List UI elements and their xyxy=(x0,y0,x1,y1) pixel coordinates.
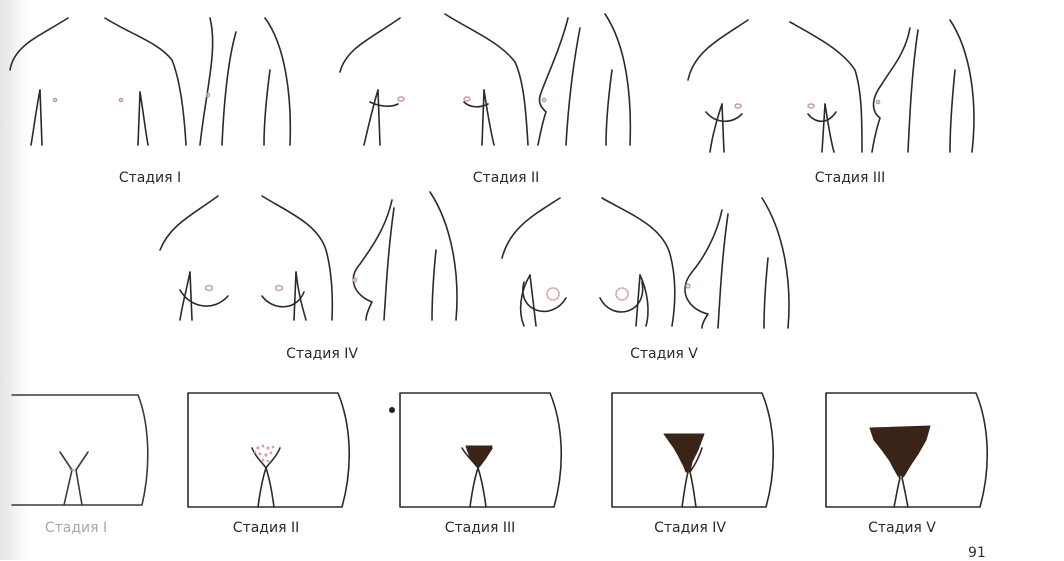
pubic-stage-4-hair xyxy=(664,434,704,472)
pubic-stage-4-label: Стадия IV xyxy=(654,520,726,536)
breast-stage-5-front xyxy=(502,198,675,326)
breast-stage-2-profile xyxy=(538,14,630,145)
breast-stage-5-profile xyxy=(685,198,789,328)
breast-stage-3-profile xyxy=(872,20,974,152)
pubic-stage-5-hair xyxy=(870,426,930,476)
breast-stage-4-label: Стадия IV xyxy=(286,346,358,362)
pubic-stage-5-label: Стадия V xyxy=(868,520,936,536)
pubic-stage-3-label: Стадия III xyxy=(445,520,516,536)
breast-stage-1-front xyxy=(10,18,186,145)
breast-stage-2-front xyxy=(340,14,528,145)
breast-stage-3-label: Стадия III xyxy=(815,170,886,186)
breast-stage-4-profile xyxy=(353,192,457,320)
breast-stage-5-label: Стадия V xyxy=(630,346,698,362)
pubic-stage-2-hair xyxy=(254,445,275,463)
breast-stage-2-label: Стадия II xyxy=(473,170,539,186)
breast-stage-1-label: Стадия I xyxy=(119,170,181,186)
breast-stage-1-profile xyxy=(200,18,290,145)
page-number: 91 xyxy=(968,545,986,561)
breast-stage-4-front xyxy=(160,196,332,320)
pubic-stage-1-label: Стадия I xyxy=(45,520,107,536)
pubic-stage-1 xyxy=(12,395,148,505)
pubic-stage-3-hair xyxy=(466,446,492,466)
breast-stage-3-front xyxy=(688,20,862,152)
pubic-stage-2-label: Стадия II xyxy=(233,520,299,536)
pubic-stage-2 xyxy=(188,393,349,507)
